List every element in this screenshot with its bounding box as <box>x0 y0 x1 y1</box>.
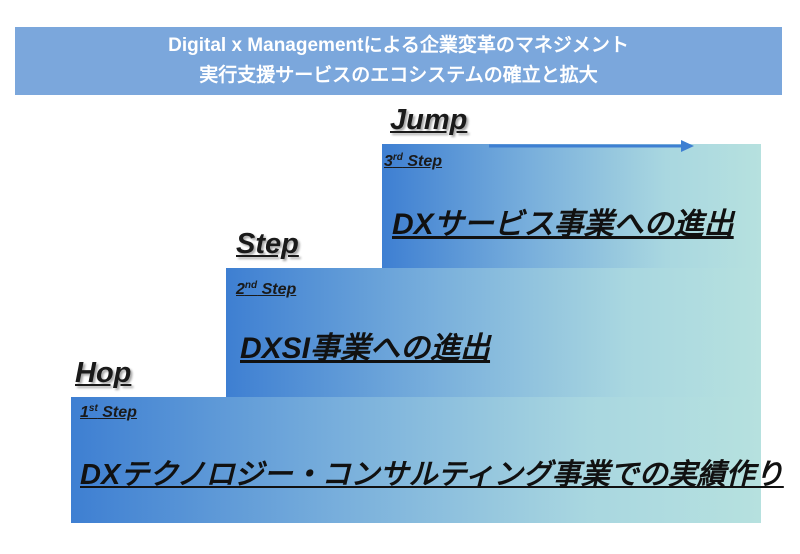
right-arrow-icon <box>489 140 694 152</box>
step-label: Step <box>236 228 299 260</box>
jump-block <box>382 144 761 268</box>
title-banner: Digital x Managementによる企業変革のマネジメント 実行支援サ… <box>15 27 782 95</box>
jump-step-number: 3rd Step <box>384 152 443 170</box>
step-description: DXSI事業への進出 <box>240 332 491 365</box>
jump-label: Jump <box>390 104 468 136</box>
title-line-2: 実行支援サービスのエコシステムの確立と拡大 <box>199 65 598 86</box>
jump-description: DXサービス事業への進出 <box>392 208 734 241</box>
step-block <box>226 268 761 397</box>
hop-label: Hop <box>75 357 132 389</box>
title-line-1: Digital x Managementによる企業変革のマネジメント <box>168 35 629 56</box>
step-step-number: 2nd Step <box>236 280 297 298</box>
hop-block <box>71 397 761 523</box>
hop-description: DXテクノロジー・コンサルティング事業での実績作り <box>80 459 784 491</box>
hop-step-number: 1st Step <box>80 403 137 421</box>
